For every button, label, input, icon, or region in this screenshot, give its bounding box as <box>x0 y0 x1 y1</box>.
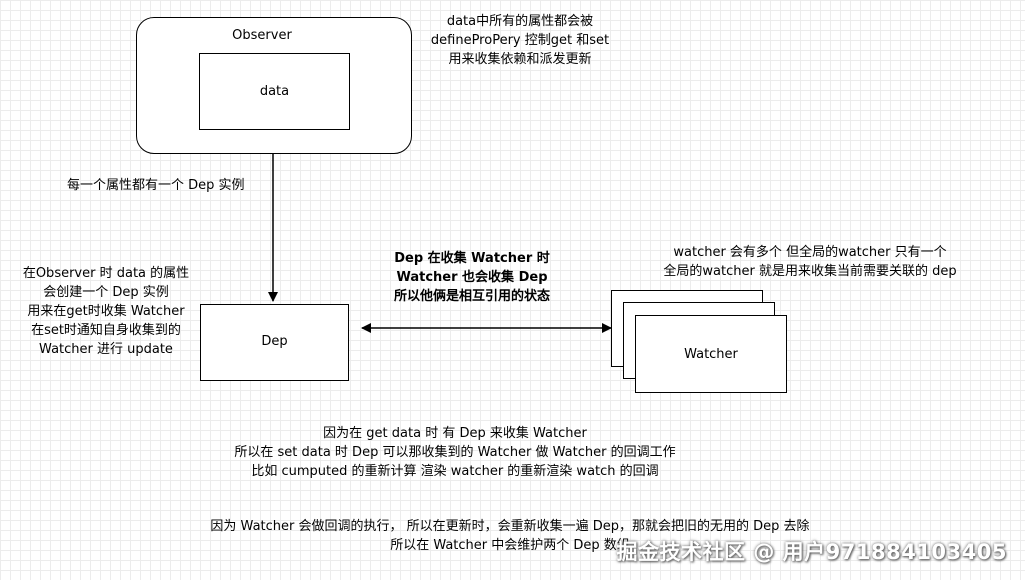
watcher-label: Watcher <box>684 347 738 362</box>
watermark: 掘金技术社区 @ 用户971884103405 <box>616 540 1007 564</box>
note-line: 在Observer 时 data 的属性 <box>22 266 190 281</box>
data-node[interactable] <box>199 53 350 130</box>
note-line: 因为在 get data 时 有 Dep 来收集 Watcher <box>323 426 587 441</box>
note-mutual-reference: Dep 在收集 Watcher 时 Watcher 也会收集 Dep 所以他俩是… <box>362 249 582 306</box>
watcher-node-front[interactable] <box>635 315 787 393</box>
observer-label: Observer <box>232 28 292 43</box>
note-dep-arrays: 因为 Watcher 会做回调的执行， 所以在更新时，会重新收集一遍 Dep，那… <box>160 517 860 555</box>
note-line: 因为 Watcher 会做回调的执行， 所以在更新时，会重新收集一遍 Dep，那… <box>210 519 810 534</box>
note-callback: 因为在 get data 时 有 Dep 来收集 Watcher 所以在 set… <box>180 424 730 481</box>
dep-label: Dep <box>261 334 288 349</box>
arrow-label: 每一个属性都有一个 Dep 实例 <box>67 178 245 193</box>
note-line: 比如 cumputed 的重新计算 渲染 watcher 的重新渲染 watch… <box>251 464 659 479</box>
note-line: watcher 会有多个 但全局的watcher 只有一个 <box>673 245 947 260</box>
note-line: Dep 在收集 Watcher 时 <box>394 251 550 266</box>
note-define-property: data中所有的属性都会被 defineProPery 控制get 和set 用… <box>405 12 635 69</box>
note-line: 所以在 set data 时 Dep 可以那收集到的 Watcher 做 Wat… <box>234 445 676 460</box>
note-global-watcher: watcher 会有多个 但全局的watcher 只有一个 全局的watcher… <box>635 243 985 281</box>
note-line: 所以他俩是相互引用的状态 <box>393 289 550 304</box>
note-line: 会创建一个 Dep 实例 <box>43 285 169 300</box>
note-line: Watcher 也会收集 Dep <box>396 270 548 285</box>
note-line: defineProPery 控制get 和set <box>430 33 610 48</box>
data-label: data <box>259 84 290 99</box>
note-line: 在set时通知自身收集到的 <box>31 323 181 338</box>
note-line: 用来收集依赖和派发更新 <box>448 52 592 67</box>
note-line: data中所有的属性都会被 <box>446 14 594 29</box>
note-line: 所以在 Watcher 中会维护两个 Dep 数组 <box>390 538 630 553</box>
note-observer-dep: 在Observer 时 data 的属性 会创建一个 Dep 实例 用来在get… <box>6 264 206 359</box>
note-line: Watcher 进行 update <box>39 342 173 357</box>
note-line: 用来在get时收集 Watcher <box>27 304 185 319</box>
dep-node[interactable] <box>200 304 349 381</box>
note-line: 全局的watcher 就是用来收集当前需要关联的 dep <box>663 264 957 279</box>
